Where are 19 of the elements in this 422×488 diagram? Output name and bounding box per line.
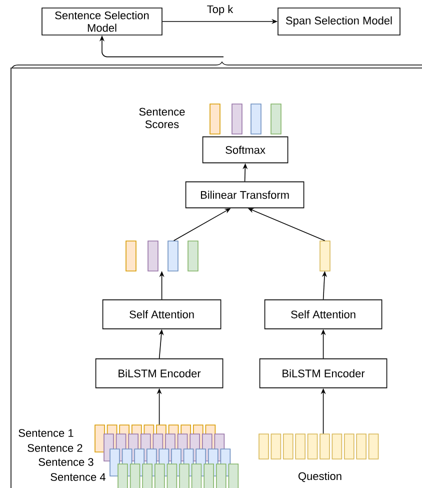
panel-frame xyxy=(10,68,422,488)
process-box: Bilinear Transform xyxy=(185,181,304,208)
vector-drawing xyxy=(126,240,198,272)
token-grid-drawing xyxy=(94,424,239,488)
token-row-drawing xyxy=(258,434,379,460)
process-box: BiLSTM Encoder xyxy=(259,358,388,388)
node-caption: Question xyxy=(298,472,342,482)
process-box: Span Selection Model xyxy=(278,8,400,36)
label: Sentence 4 xyxy=(50,473,106,481)
label: Sentence 2 xyxy=(28,444,82,452)
label: Sentence Scores xyxy=(139,108,185,128)
process-box: Self Attention xyxy=(102,299,222,330)
vector-drawing xyxy=(320,240,330,272)
process-box: Self Attention xyxy=(264,299,382,330)
label: Sentence 1 xyxy=(18,429,74,437)
process-box: Softmax xyxy=(202,136,288,164)
process-box: BiLSTM Encoder xyxy=(95,358,224,388)
edge-label: Top k xyxy=(207,5,234,16)
process-box: Sentence Selection Model xyxy=(42,8,162,36)
